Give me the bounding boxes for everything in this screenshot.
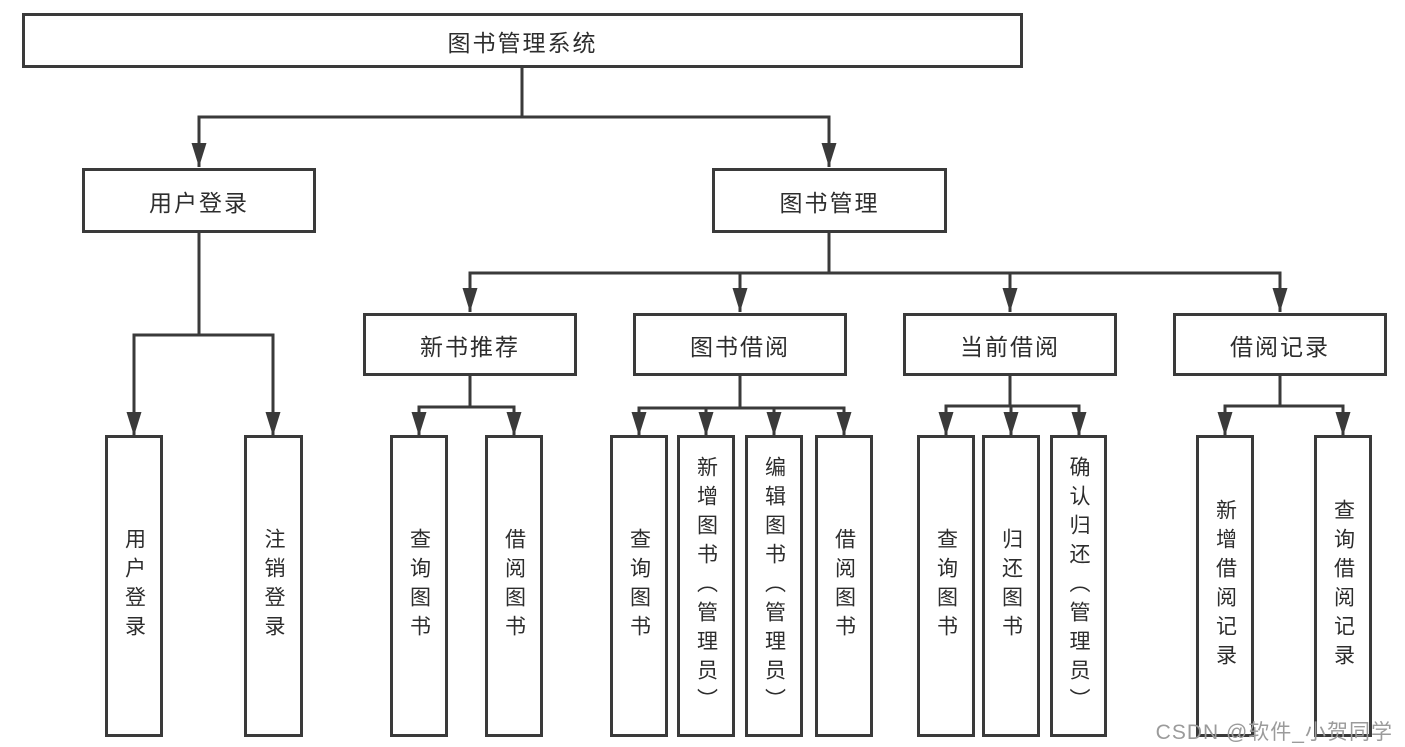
node-book-borrowing: 图书借阅 (633, 313, 847, 376)
leaf-borrowing-query-books: 查询图书 (610, 435, 668, 737)
leaf-edit-books-admin: 编辑图书（管理员） (745, 435, 803, 737)
leaf-recommend-borrow-books: 借阅图书 (485, 435, 543, 737)
leaf-add-books-admin: 新增图书（管理员） (677, 435, 735, 737)
node-new-book-recommend: 新书推荐 (363, 313, 577, 376)
csdn-watermark: CSDN @软件_小贺同学 (1155, 721, 1393, 744)
leaf-current-query-books: 查询图书 (917, 435, 975, 737)
node-current-borrowing: 当前借阅 (903, 313, 1117, 376)
leaf-add-borrow-record: 新增借阅记录 (1196, 435, 1254, 737)
node-user-login: 用户登录 (82, 168, 316, 233)
node-book-management: 图书管理 (712, 168, 947, 233)
node-library-management-system: 图书管理系统 (22, 13, 1023, 68)
leaf-logout: 注销登录 (244, 435, 303, 737)
leaf-confirm-return-admin: 确认归还（管理员） (1050, 435, 1107, 737)
leaf-query-borrow-record: 查询借阅记录 (1314, 435, 1372, 737)
node-borrowing-records: 借阅记录 (1173, 313, 1387, 376)
leaf-return-books: 归还图书 (982, 435, 1040, 737)
tree-arrow-lines (126, 117, 1351, 436)
leaf-borrow-books: 借阅图书 (815, 435, 873, 737)
leaf-user-login: 用户登录 (105, 435, 163, 737)
leaf-recommend-query-books: 查询图书 (390, 435, 448, 737)
